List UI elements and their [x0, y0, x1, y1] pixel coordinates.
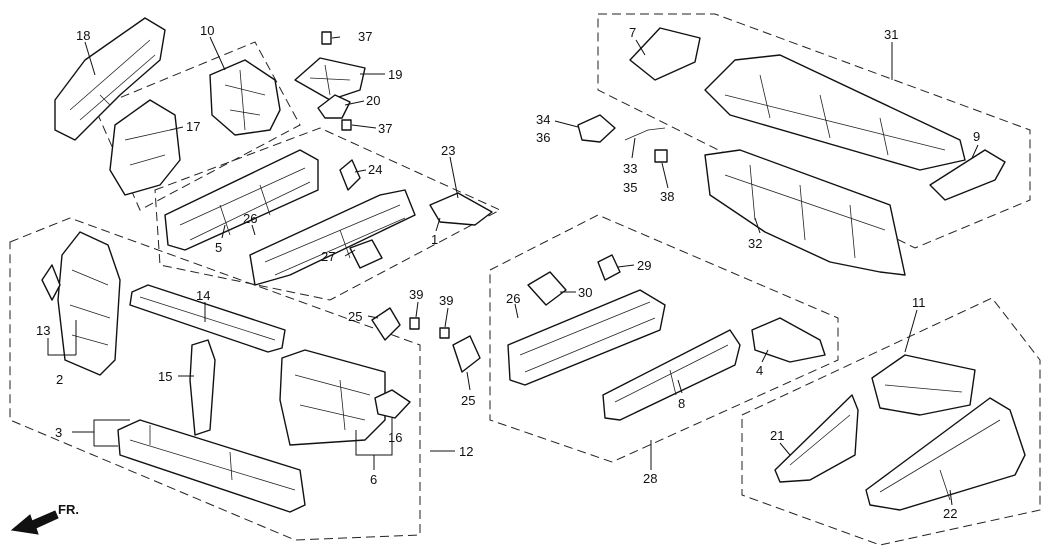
part-24-bracket: [339, 159, 361, 191]
part-7-bracket: [629, 27, 701, 81]
part-16-bracket: [374, 389, 411, 419]
callout-4: 4: [756, 363, 763, 378]
callout-18: 18: [76, 28, 90, 43]
part-30-side-frame-upper: [507, 271, 666, 386]
callout-26: 26: [243, 211, 257, 226]
callout-39: 39: [439, 293, 453, 308]
callout-8: 8: [678, 396, 685, 411]
part-33-35-clip: [624, 127, 666, 141]
part-15-center-stay: [189, 339, 216, 436]
callout-15: 15: [158, 369, 172, 384]
callout-31: 31: [884, 27, 898, 42]
part-6-side-panel: [279, 349, 386, 446]
callout-25: 25: [461, 393, 475, 408]
callout-12: 12: [459, 444, 473, 459]
part-11-wheelhouse-upper: [871, 354, 976, 416]
leader-lines: [47, 36, 979, 506]
callout-20: 20: [366, 93, 380, 108]
part-29-bracket: [597, 254, 621, 281]
callout-29: 29: [637, 258, 651, 273]
part-25-plates: [371, 307, 481, 373]
callout-11: 11: [912, 295, 926, 310]
callout-2: 2: [56, 372, 63, 387]
part-10-reinforcement: [209, 59, 281, 136]
part-18-front-pillar: [54, 17, 166, 141]
callout-16: 16: [388, 430, 402, 445]
part-34-36-lid: [577, 114, 616, 143]
callout-24: 24: [368, 162, 382, 177]
callout-9: 9: [973, 129, 980, 144]
part-13-bracket: [41, 264, 61, 301]
part-32-dashboard-lower: [704, 149, 906, 276]
part-2-bulkhead-side: [57, 231, 121, 376]
callout-3: 3: [55, 425, 62, 440]
frame-bulkhead: [9, 217, 421, 541]
part-8-side-frame-lower: [602, 329, 741, 421]
part-4-extension: [751, 317, 826, 363]
callout-19: 19: [388, 67, 402, 82]
part-37-bolts: [321, 31, 352, 131]
part-3-lower-support: [117, 419, 306, 513]
frame-upper-left: [94, 41, 301, 211]
callout-35: 35: [623, 180, 637, 195]
callout-26: 26: [506, 291, 520, 306]
callout-17: 17: [186, 119, 200, 134]
part-19-mount-plate: [294, 57, 366, 101]
callout-39: 39: [409, 287, 423, 302]
part-38-bolt: [654, 149, 668, 163]
part-31-dashboard-upper: [704, 54, 966, 171]
fr-arrow-icon: [10, 510, 59, 535]
frame-dashboard: [597, 13, 1031, 249]
part-20-bracket: [317, 94, 351, 119]
callout-28: 28: [643, 471, 657, 486]
callout-34: 34: [536, 112, 550, 127]
part-27-frame-member: [249, 189, 416, 286]
part-5-front-frame: [164, 149, 319, 251]
callout-37: 37: [378, 121, 392, 136]
callout-21: 21: [770, 428, 784, 443]
frame-wheelhouse: [741, 297, 1041, 546]
front-direction-label: FR.: [58, 502, 79, 517]
callout-13: 13: [36, 323, 50, 338]
part-21-wheelhouse-inner: [774, 394, 859, 483]
part-22-wheelhouse-outer: [865, 397, 1026, 511]
part-1-bracket: [429, 192, 493, 226]
group-frames: [9, 13, 1041, 546]
callout-23: 23: [441, 143, 455, 158]
callout-36: 36: [536, 130, 550, 145]
frame-side-frame: [489, 214, 839, 463]
callout-1: 1: [431, 232, 438, 247]
callout-7: 7: [629, 25, 636, 40]
callout-22: 22: [943, 506, 957, 521]
callout-38: 38: [660, 189, 674, 204]
frame-front-frame: [154, 127, 502, 301]
callout-5: 5: [215, 240, 222, 255]
callout-33: 33: [623, 161, 637, 176]
part-17-pillar-lower: [109, 99, 181, 196]
callout-labels: 18 10 37 19 20 37 17 23 24 26 5 1 27 13 …: [36, 23, 980, 521]
part-39-bolts: [409, 317, 450, 339]
part-9-bracket: [929, 149, 1006, 201]
callout-25: 25: [348, 309, 362, 324]
part-14-upper-support: [129, 284, 286, 353]
callout-10: 10: [200, 23, 214, 38]
callout-32: 32: [748, 236, 762, 251]
callout-30: 30: [578, 285, 592, 300]
callout-37: 37: [358, 29, 372, 44]
callout-6: 6: [370, 472, 377, 487]
callout-14: 14: [196, 288, 210, 303]
callout-27: 27: [321, 249, 335, 264]
